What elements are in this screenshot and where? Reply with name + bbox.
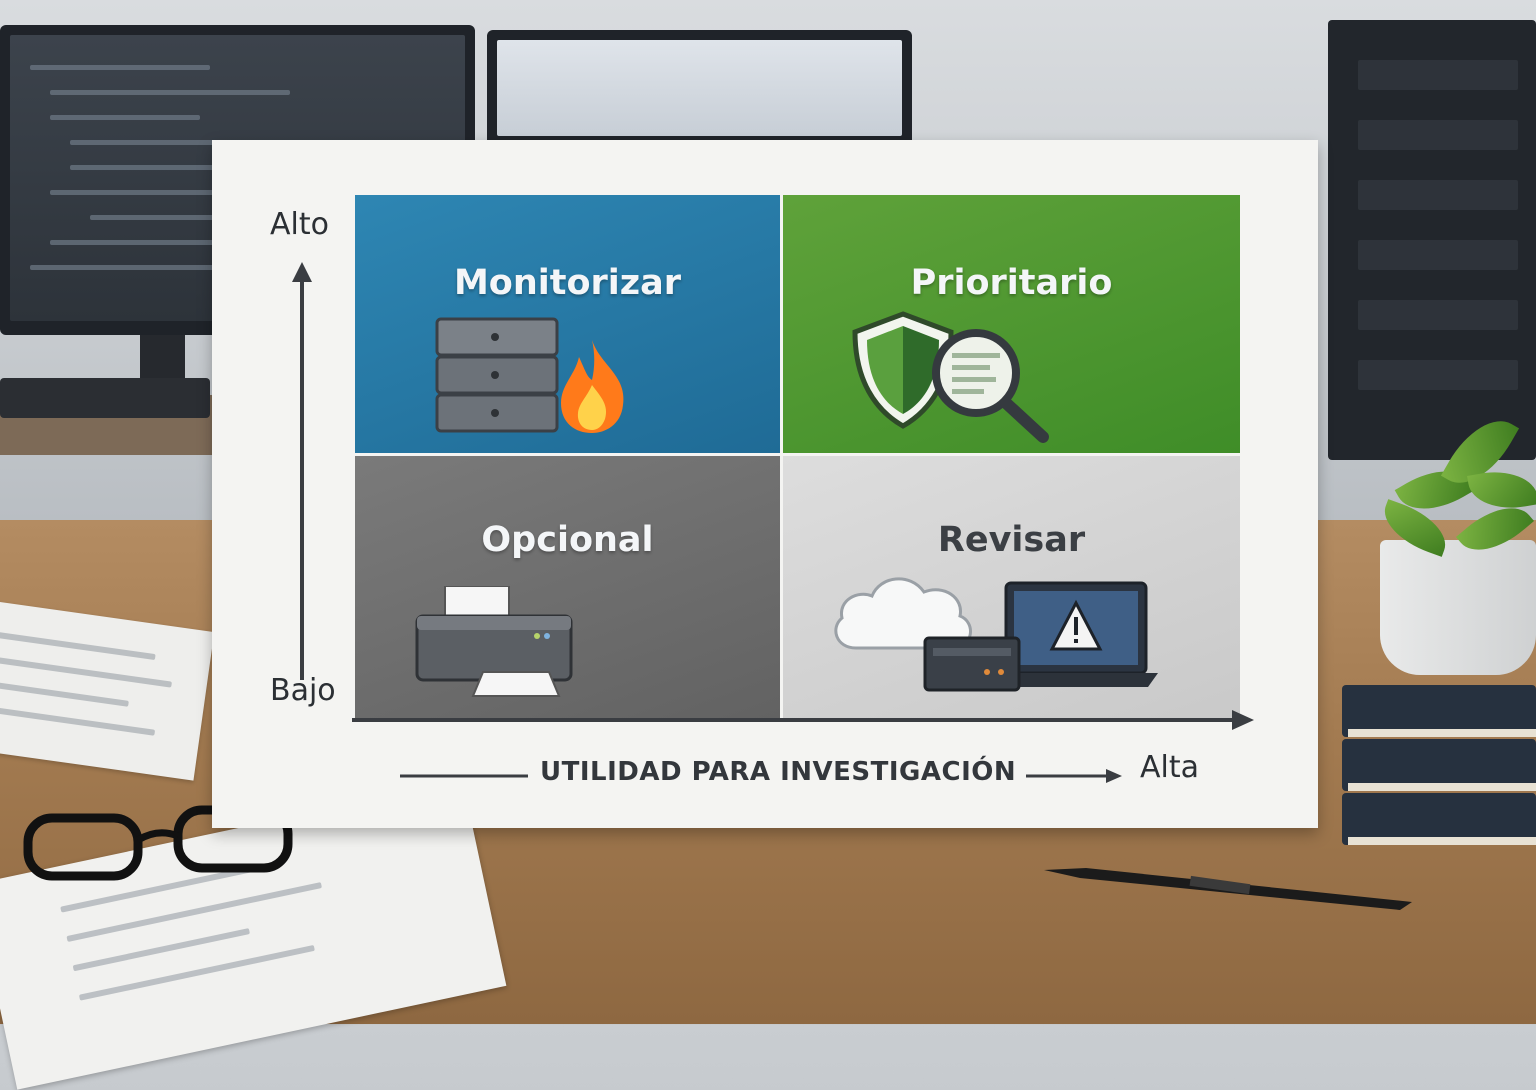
quadrant-label: Monitorizar (453, 263, 682, 303)
y-axis-low-label: Bajo (270, 673, 336, 708)
server-rack (1328, 20, 1536, 460)
quadrant-label: Opcional (481, 520, 654, 560)
monitor-stand (140, 335, 185, 380)
magnifier-log-icon (932, 329, 1049, 443)
printer-icon (415, 586, 573, 697)
fire-icon (561, 340, 624, 433)
plant-pot (1380, 540, 1536, 675)
quadrant-label: Revisar (937, 520, 1086, 560)
quadrant-opcional: Opcional (355, 456, 780, 721)
quadrant-revisar: Revisar (783, 456, 1240, 721)
network-device-icon (923, 636, 1021, 692)
server-stack-icon (435, 317, 559, 433)
priority-matrix: Monitorizar Prioritario (355, 195, 1240, 721)
background-keyboard (0, 378, 210, 418)
quadrant-label: Prioritario (910, 263, 1113, 303)
laptop-warning-icon (994, 581, 1158, 687)
quadrant-prioritario: Prioritario (783, 195, 1240, 453)
x-axis-high-label: Alta (1140, 750, 1200, 785)
cloud-icon (834, 577, 972, 650)
pen-icon (1044, 868, 1412, 910)
quadrant-monitorizar: Monitorizar (355, 195, 780, 453)
x-axis-title: UTILIDAD PARA INVESTIGACIÓN (540, 757, 1017, 787)
book-stack (1342, 685, 1536, 850)
shield-icon (852, 311, 954, 429)
background-monitor-chart (487, 30, 912, 150)
y-axis-high-label: Alto (270, 207, 329, 242)
